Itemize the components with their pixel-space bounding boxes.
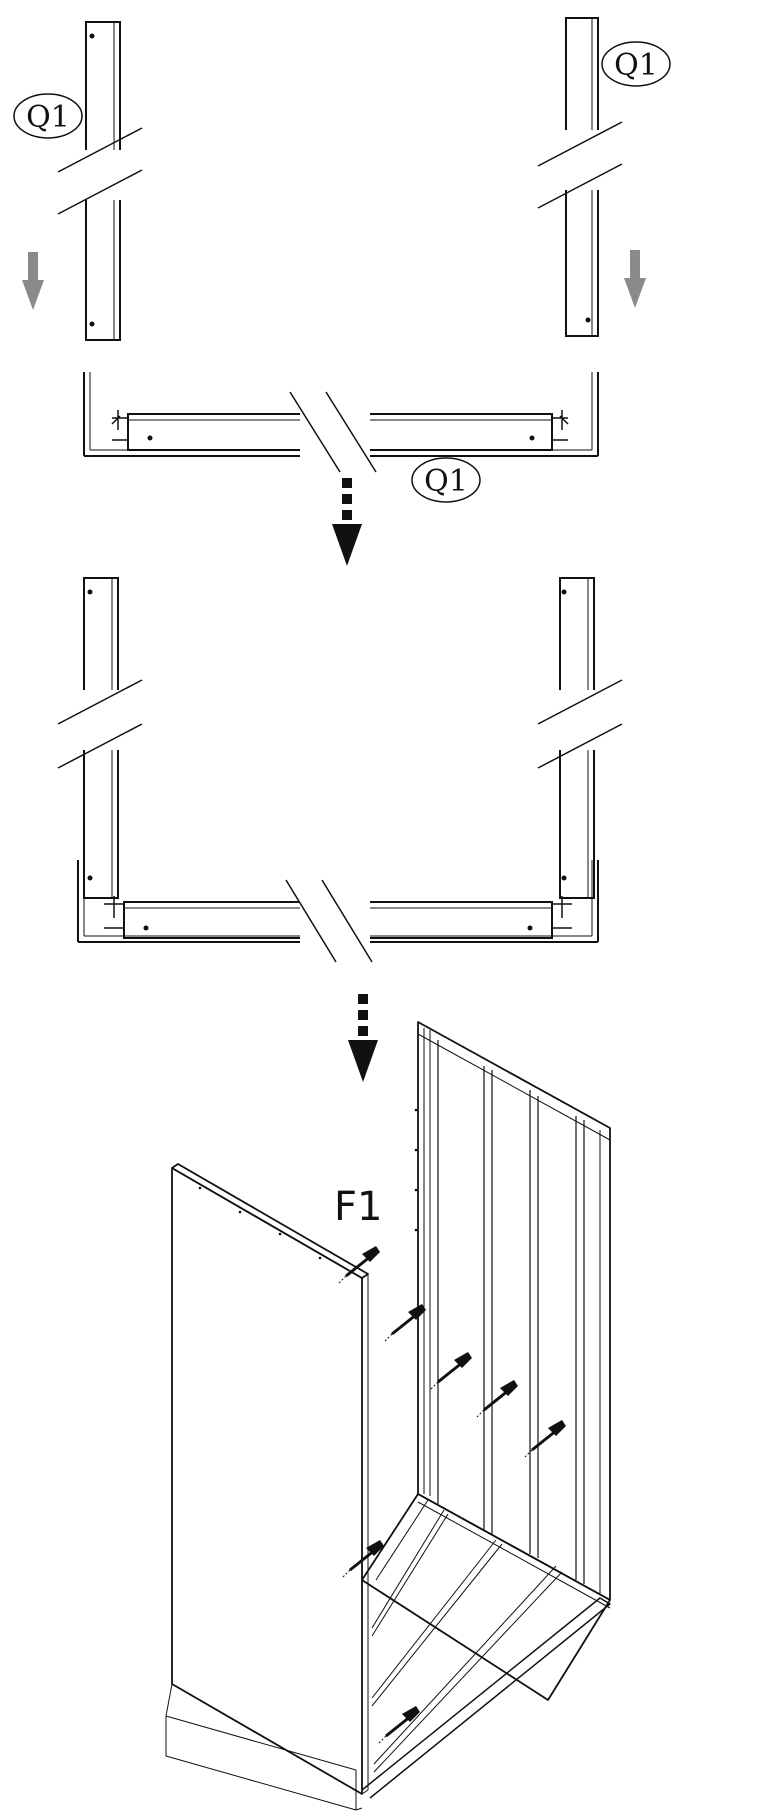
step-arrow-1-icon (332, 478, 362, 566)
screw-icon (376, 1704, 422, 1746)
q1-right-text: Q1 (614, 48, 658, 83)
base-frame-1 (83, 372, 599, 473)
right-upright-panel (535, 17, 625, 337)
step-2-assembled-frame (55, 577, 625, 963)
step-arrow-2-icon (348, 994, 378, 1082)
part-label-q1-right: Q1 (601, 41, 671, 87)
back-panel (414, 1021, 611, 1601)
left-upright-panel (55, 21, 145, 341)
part-label-q1-left: Q1 (13, 93, 83, 139)
step-1-uprights (55, 17, 625, 341)
floor-frame (361, 1493, 611, 1799)
q1-left-text: Q1 (26, 100, 70, 135)
q1-base-text: Q1 (424, 464, 468, 499)
part-label-q1-base: Q1 (411, 457, 481, 503)
fastener-label-f1: F1 (334, 1184, 382, 1230)
arrow-down-right-icon (624, 250, 646, 308)
left-side-panel (165, 1163, 369, 1811)
step-3-isometric-cabinet (165, 1021, 611, 1811)
arrow-down-left-icon (22, 252, 44, 310)
